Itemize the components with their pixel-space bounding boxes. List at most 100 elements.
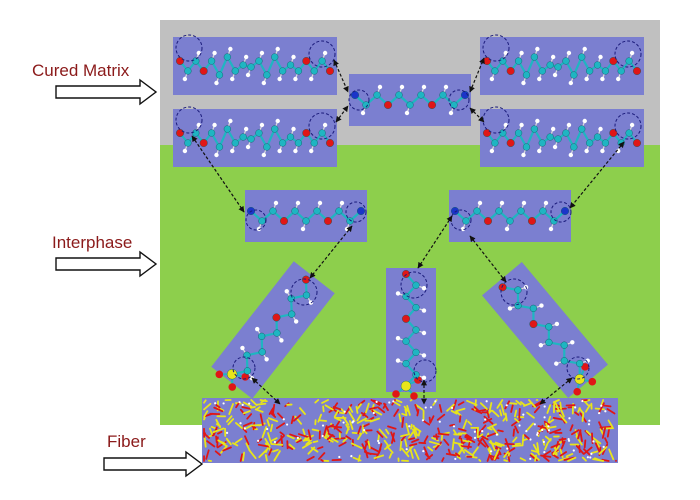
fiber-bond <box>345 425 350 435</box>
site-circle <box>245 209 267 231</box>
fiber-bond <box>487 448 492 455</box>
hydrogen-atom <box>182 76 188 82</box>
silicon-atom <box>226 369 238 380</box>
hydrogen-atom <box>300 226 306 232</box>
fiber-bond <box>244 435 250 446</box>
fiber-atom <box>238 401 241 404</box>
fiber-bond <box>477 424 487 435</box>
fiber-bond <box>255 402 267 406</box>
fiber-bond <box>494 451 501 461</box>
hydrogen-atom <box>504 226 510 232</box>
fiber-bond <box>488 402 493 414</box>
fiber-bond <box>521 434 525 447</box>
fiber-bond <box>306 455 315 462</box>
carbon-atom <box>258 332 266 340</box>
fiber-bond <box>232 442 239 447</box>
hydrogen-atom <box>212 50 217 56</box>
carbon-atom <box>450 101 458 109</box>
fiber-bond <box>494 441 505 447</box>
fiber-bond <box>273 450 281 462</box>
interphase-arrow <box>55 250 158 278</box>
oxygen-atom <box>506 139 515 147</box>
oxygen-atom <box>384 101 393 109</box>
fiber-bond <box>429 415 435 424</box>
carbon-atom <box>239 133 247 141</box>
cured-matrix-arrow <box>55 78 158 106</box>
carbon-atom <box>335 207 343 215</box>
fiber-bond <box>318 452 326 460</box>
fiber-bond <box>203 402 212 411</box>
fiber-bond <box>249 406 256 409</box>
hydrogen-atom <box>279 338 284 343</box>
fiber-bond <box>518 408 521 419</box>
fiber-atom <box>405 448 408 451</box>
fiber-atom <box>222 402 225 405</box>
fiber-atom <box>567 439 571 442</box>
hydrogen-atom <box>421 84 427 90</box>
fiber-bond <box>245 442 251 451</box>
fiber-bond <box>450 410 458 415</box>
fiber-atom <box>424 406 427 409</box>
hydrogen-atom <box>616 76 621 82</box>
fiber-bond <box>348 406 354 413</box>
hydrogen-atom <box>535 46 540 52</box>
oxygen-atom <box>609 56 618 65</box>
matrix-molecule-top-right <box>480 37 644 95</box>
fiber-bond <box>440 433 444 441</box>
carbon-atom <box>522 71 531 79</box>
fiber-bond <box>205 449 210 460</box>
fiber-bond <box>277 412 284 419</box>
fiber-bond <box>523 434 531 441</box>
hydrogen-atom <box>566 122 572 128</box>
bond-arrow <box>469 57 485 93</box>
carbon-atom <box>402 337 410 345</box>
fiber-bond <box>582 446 593 455</box>
fiber-bond <box>479 402 488 410</box>
fiber-atom <box>525 430 528 433</box>
fiber-bond <box>317 413 323 423</box>
oxygen-atom <box>573 387 582 396</box>
oxygen-atom <box>324 217 333 225</box>
fiber-bond <box>542 455 550 462</box>
fiber-bond <box>244 424 253 430</box>
fiber-bond <box>575 445 585 455</box>
carbon-atom <box>586 67 594 75</box>
fiber-bond <box>592 458 605 462</box>
carbon-atom <box>578 125 586 133</box>
bond-arrows <box>191 57 625 405</box>
fiber-bond <box>324 404 334 411</box>
fiber-bond <box>295 437 302 442</box>
carbon-atom <box>239 61 247 69</box>
fiber-atom <box>342 421 345 424</box>
fiber-bond <box>460 437 463 444</box>
carbon-atom <box>601 67 610 75</box>
fiber-bond <box>546 419 555 425</box>
fiber-bond <box>348 411 356 422</box>
hydrogen-atom <box>293 148 298 154</box>
carbon-atom <box>554 135 562 143</box>
fiber-bond <box>344 403 353 415</box>
hydrogen-atom <box>291 54 296 60</box>
carbon-atom <box>412 303 420 312</box>
fiber-bond <box>585 430 592 436</box>
fiber-bond <box>548 425 557 429</box>
hydrogen-atom <box>538 343 544 348</box>
fiber-bond <box>242 410 251 415</box>
carbon-atom <box>318 57 326 65</box>
fiber-bond <box>451 438 455 451</box>
fiber-atom <box>438 420 441 423</box>
fiber-bond <box>438 404 443 413</box>
hydrogen-atom <box>550 54 556 60</box>
fiber-bond <box>264 454 268 462</box>
fiber-atom <box>256 439 260 442</box>
oxygen-atom <box>410 392 418 400</box>
carbon-atom <box>560 341 568 349</box>
fiber-bond <box>560 440 566 451</box>
fiber-bond <box>534 454 537 462</box>
carbon-atom <box>530 125 538 133</box>
carbon-atom <box>402 292 410 301</box>
hydrogen-atom <box>477 200 483 206</box>
hydrogen-atom <box>212 122 217 128</box>
fiber-bond <box>569 424 574 432</box>
fiber-bond <box>526 411 535 419</box>
